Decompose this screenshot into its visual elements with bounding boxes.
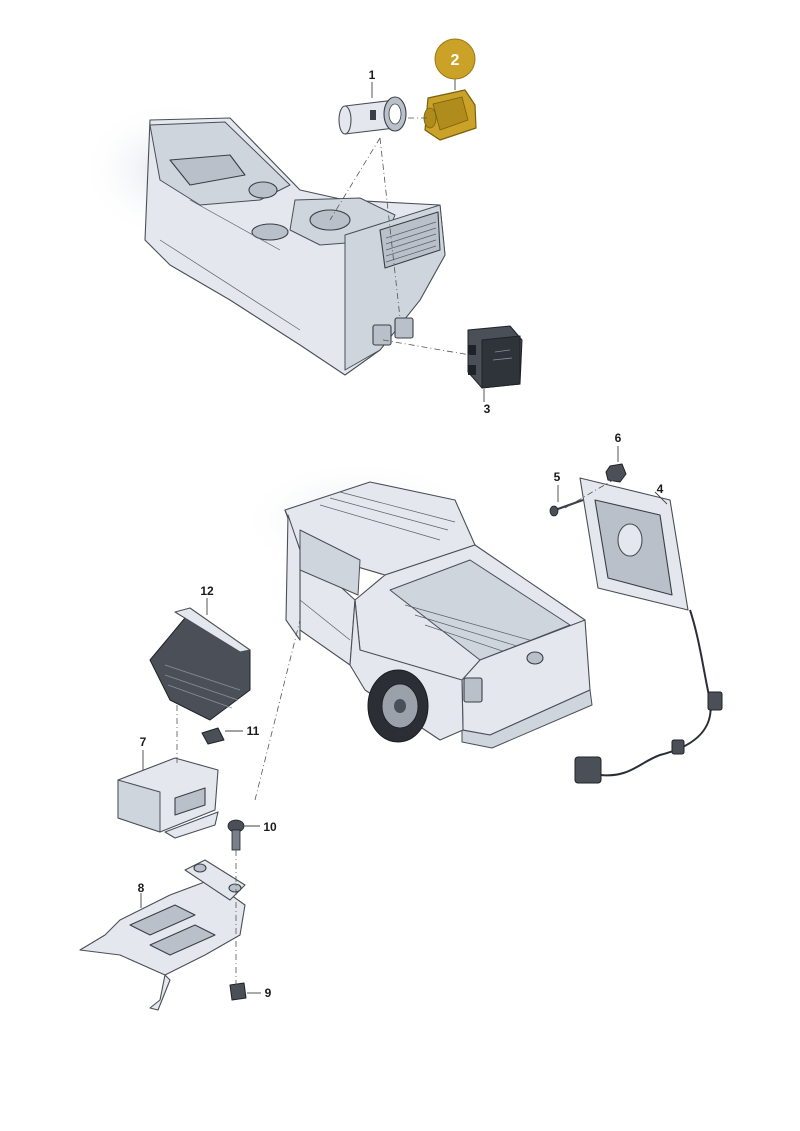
part-8-bracket <box>79 859 246 1011</box>
part-number-label: 12 <box>200 584 214 598</box>
part-number-label: 3 <box>484 402 491 416</box>
part-5-screw <box>549 498 584 517</box>
leader-lines-upper <box>329 73 485 402</box>
part-3-switch <box>467 325 523 389</box>
part-number-label: 5 <box>554 470 561 484</box>
part-10-bolt <box>227 819 245 851</box>
center-console-illustration <box>80 100 446 376</box>
part-number-label: 6 <box>615 431 622 445</box>
pickup-truck-illustration <box>240 460 593 749</box>
part-7-module <box>117 757 219 839</box>
part-number-label: 4 <box>657 482 664 496</box>
part-number-label-highlighted: 2 <box>451 52 460 69</box>
part-number-label: 11 <box>247 724 260 738</box>
leader-lines-lower <box>140 446 668 994</box>
part-2-cover <box>423 89 477 141</box>
part-6-nut <box>605 463 627 483</box>
part-number-label: 9 <box>265 986 272 1000</box>
part-4-socket-panel <box>574 477 723 784</box>
part-number-label: 10 <box>263 820 277 834</box>
part-number-label: 1 <box>369 68 376 82</box>
part-number-label: 7 <box>140 735 147 749</box>
part-11-clip <box>201 727 225 745</box>
part-2-highlight-badge <box>434 38 476 80</box>
part-9-clip <box>229 982 247 1001</box>
part-1-socket <box>338 96 407 135</box>
part-number-label: 8 <box>138 881 145 895</box>
part-12-cover <box>149 607 251 721</box>
